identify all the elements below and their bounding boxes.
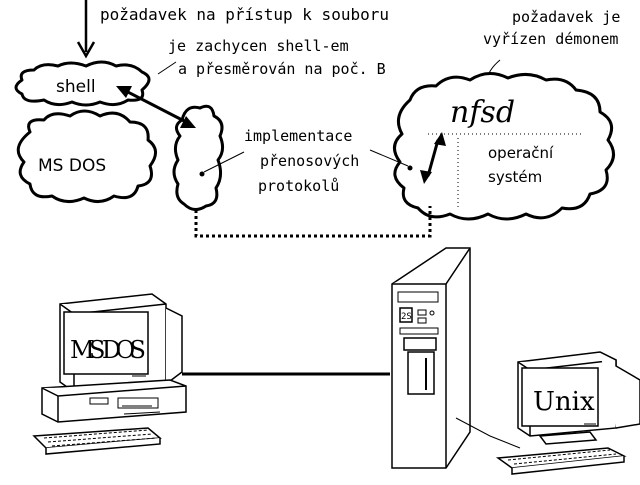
msdos-cloud — [16, 109, 157, 203]
leader-line — [203, 151, 245, 173]
os-label-2: systém — [488, 168, 542, 186]
intercepted-label-2: a přesměrován na poč. B — [178, 60, 386, 78]
handled-label-2: vyřízen démonem — [483, 30, 618, 48]
double-arrow-icon — [116, 86, 196, 128]
nfsd-label: nfsd — [450, 95, 515, 130]
shell-cloud — [14, 60, 151, 107]
network-link — [194, 206, 432, 238]
handled-label-1: požadavek je — [512, 8, 620, 26]
pc-icon: MS DOS — [41, 293, 390, 423]
server-cloud — [393, 72, 615, 221]
arrow-down-icon — [76, 0, 96, 59]
shell-label: shell — [56, 77, 96, 97]
workstation-icon: Unix — [517, 351, 640, 445]
screen-unix-label: Unix — [533, 387, 595, 417]
protocol-dot — [199, 171, 205, 177]
double-arrow-icon — [420, 132, 446, 184]
request-label: požadavek na přístup k souboru — [100, 5, 389, 24]
impl-label-1: implementace — [244, 127, 352, 145]
os-label-1: operační — [488, 144, 554, 162]
keyboard-icon — [495, 447, 627, 475]
tower-server-icon: 2S — [391, 247, 521, 469]
impl-label-3: protokolů — [258, 177, 339, 195]
server-dot — [407, 165, 413, 171]
leader-line — [157, 61, 177, 75]
protocol-blob — [172, 104, 225, 211]
impl-label-2: přenosových — [260, 152, 359, 170]
screen-msdos-label: MS DOS — [70, 336, 146, 364]
keyboard-icon — [32, 427, 162, 455]
drive-label: 2S — [401, 312, 412, 322]
msdos-cloud-label: MS DOS — [38, 156, 106, 176]
intercepted-label-1: je zachycen shell-em — [168, 37, 349, 55]
leader-line — [369, 149, 409, 167]
